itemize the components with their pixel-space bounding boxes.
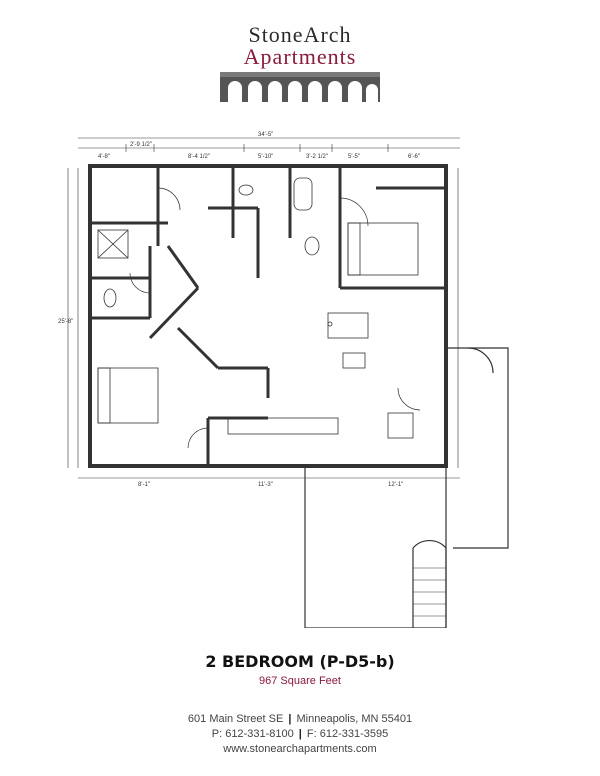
dim-top-7: 6'-6" — [408, 154, 420, 160]
arches-icon — [220, 72, 380, 102]
dim-top-4: 5'-10" — [258, 154, 273, 160]
phone-line: P: 612-331-8100 | F: 612-331-3595 — [0, 727, 600, 742]
phone: P: 612-331-8100 — [211, 728, 294, 740]
separator: | — [298, 728, 302, 740]
dim-top-3: 8'-4 1/2" — [188, 154, 210, 160]
website[interactable]: www.stonearchapartments.com — [223, 743, 377, 755]
plan-area: 967 Square Feet — [259, 675, 341, 687]
contact-block: 601 Main Street SE | Minneapolis, MN 554… — [0, 712, 600, 757]
separator: | — [288, 713, 292, 725]
dim-bottom-2: 11'-3" — [258, 482, 273, 488]
fax: F: 612-331-3595 — [306, 728, 389, 740]
dim-top-1: 4'-8" — [98, 154, 110, 160]
dim-top-2: 2'-9 1/2" — [130, 142, 152, 148]
floor-plan: 34'-5" 25'-8" 4'-8" 2'-9 1/2" 8'-4 1/2" … — [58, 132, 509, 628]
dim-overall-depth: 25'-8" — [58, 319, 73, 325]
logo-line-1: StoneArch — [248, 22, 352, 47]
dim-top-5: 3'-2 1/2" — [306, 154, 328, 160]
dim-overall-width: 34'-5" — [258, 132, 273, 138]
dim-bottom-1: 8'-1" — [138, 482, 150, 488]
address: 601 Main Street SE — [187, 713, 284, 725]
dim-bottom-3: 12'-1" — [388, 482, 403, 488]
brand-logo: StoneArch Apartments — [210, 18, 390, 102]
city: Minneapolis, MN 55401 — [296, 713, 413, 725]
dim-top-6: 5'-5" — [348, 154, 360, 160]
plan-title: 2 BEDROOM (P-D5-b) — [205, 652, 395, 671]
logo-line-2: Apartments — [243, 44, 357, 69]
plan-title-block: 2 BEDROOM (P-D5-b) 967 Square Feet — [0, 652, 600, 687]
address-line: 601 Main Street SE | Minneapolis, MN 554… — [0, 712, 600, 727]
